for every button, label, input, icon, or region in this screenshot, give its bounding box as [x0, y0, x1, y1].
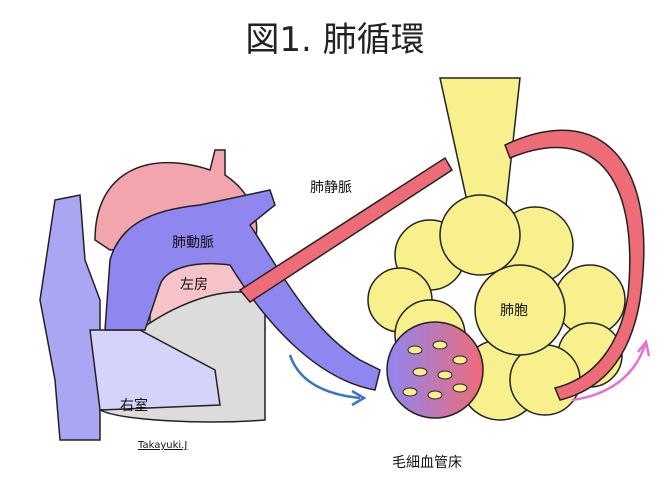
label-pulmonary-artery: 肺動脈	[172, 235, 214, 251]
label-left-atrium: 左房	[180, 277, 208, 293]
pulmonary-artery	[104, 189, 381, 391]
alveolus	[474, 264, 566, 356]
flow-arrow-blue	[288, 354, 361, 400]
capillary-opening	[452, 383, 468, 393]
label-capillary-bed: 毛細血管床	[392, 455, 462, 471]
capillary-bed	[386, 321, 484, 419]
capillary-opening	[427, 390, 443, 400]
capillary-opening	[432, 340, 448, 350]
flow-arrow-blue-head	[351, 389, 367, 407]
pulmonary-vein	[238, 156, 454, 303]
label-alveolus: 肺胞	[500, 303, 528, 319]
label-right-ventricle: 右室	[120, 398, 148, 414]
capillary-opening	[412, 367, 428, 377]
pulmonary-vein-loop	[504, 129, 645, 401]
artist-signature: Takayuki.J	[138, 440, 188, 451]
flow-arrow-pink-head	[637, 339, 651, 357]
capillary-opening	[402, 387, 418, 397]
ventricle-wall	[99, 291, 266, 423]
capillary-opening	[452, 355, 468, 365]
alveolus	[439, 194, 521, 276]
capillary-mesh-openings	[402, 340, 468, 400]
capillary-opening	[437, 370, 453, 380]
flow-arrow-pink	[571, 344, 647, 402]
capillary-opening	[407, 345, 423, 355]
label-pulmonary-vein: 肺静脈	[310, 180, 352, 196]
vena-cava	[39, 194, 101, 441]
figure-title: 図1. 肺循環	[245, 20, 425, 60]
